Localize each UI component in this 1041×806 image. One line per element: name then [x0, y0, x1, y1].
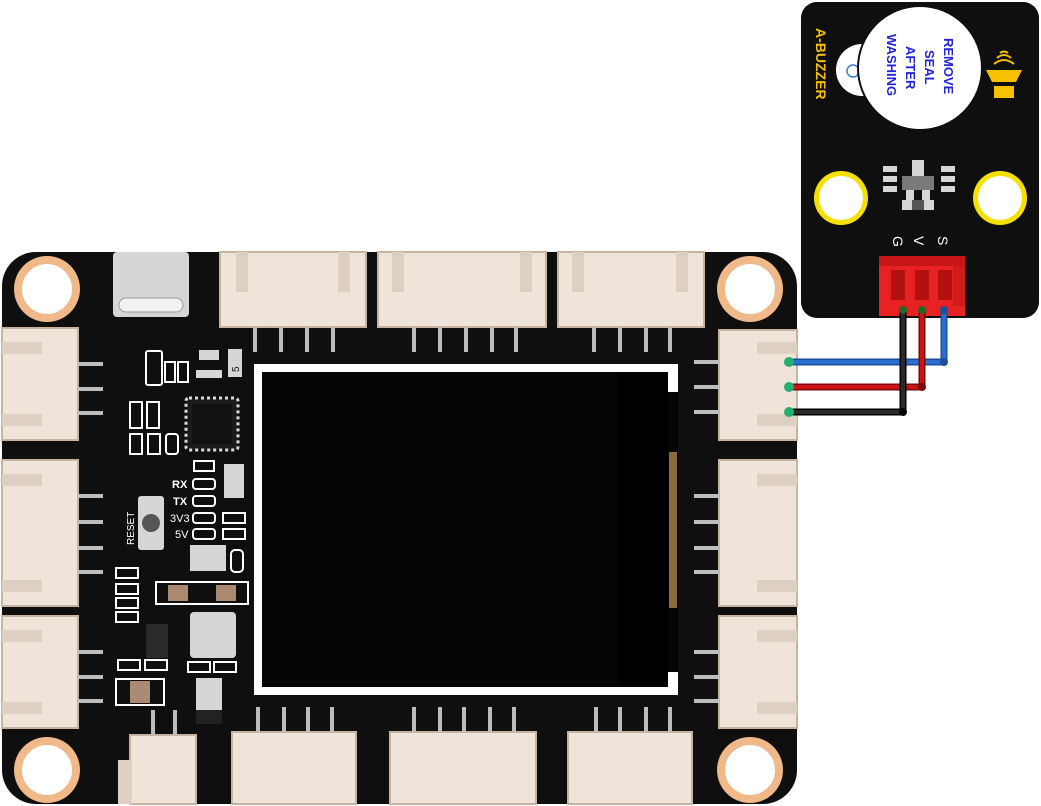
right-connector-3: [694, 615, 798, 729]
seal-line-3: AFTER: [903, 46, 918, 90]
v3-label: 3V3: [170, 513, 190, 525]
rx-label: RX: [172, 479, 188, 491]
buzzer-mount-hole-right: [973, 171, 1027, 225]
buzzer-red-connector: [879, 256, 965, 316]
top-connector-2: [377, 251, 547, 352]
buzzer-component: [836, 5, 983, 131]
seal-text: REMOVE SEAL AFTER WASHING: [884, 34, 956, 96]
left-connector-3: [1, 615, 103, 729]
usb-c-port: [113, 252, 189, 317]
pin-label-v: V: [911, 236, 927, 246]
bottom-connector-4: [567, 707, 693, 805]
mcu-chip: [184, 396, 240, 452]
v5-label: 5V: [175, 529, 189, 541]
buzzer-module: A-BUZZER REMOVE SEAL AFTER WASHING: [801, 2, 1039, 318]
mount-hole-bottom-right: [717, 737, 783, 803]
top-connector-1: [219, 251, 367, 352]
bottom-connector-1: [118, 710, 197, 805]
mount-hole-bottom-left: [14, 737, 80, 803]
seal-line-1: REMOVE: [941, 38, 956, 95]
left-connector-2: [1, 459, 103, 607]
speaker-icon: [986, 50, 1022, 98]
bottom-connector-2: [231, 707, 357, 805]
tx-label: TX: [173, 496, 188, 508]
buzzer-name-label: A-BUZZER: [813, 28, 829, 100]
buzzer-small-parts: [883, 160, 955, 210]
chip-mark-label: 5: [231, 366, 242, 372]
seal-line-2: SEAL: [922, 50, 937, 85]
bottom-connector-3: [389, 707, 537, 805]
right-connector-1: [694, 329, 798, 441]
wire-power-red: [784, 306, 926, 392]
mount-hole-top-left: [14, 256, 80, 322]
wire-ground-black: [784, 306, 907, 417]
small-components: [115, 349, 249, 724]
controller-board: RX TX 3V3 5V RESET 5: [1, 251, 798, 805]
lcd-screen: [254, 364, 678, 695]
buzzer-mount-hole-left: [814, 171, 868, 225]
pin-label-s: S: [935, 236, 951, 245]
pin-label-g: G: [890, 236, 906, 247]
reset-label: RESET: [126, 512, 137, 545]
right-connector-2: [694, 459, 798, 607]
seal-line-4: WASHING: [884, 34, 899, 96]
wires: [784, 306, 948, 417]
reset-button[interactable]: [138, 496, 164, 550]
left-connector-1: [1, 327, 103, 441]
mount-hole-top-right: [717, 256, 783, 322]
top-connector-3: [557, 251, 705, 352]
wire-signal-blue: [784, 306, 948, 367]
